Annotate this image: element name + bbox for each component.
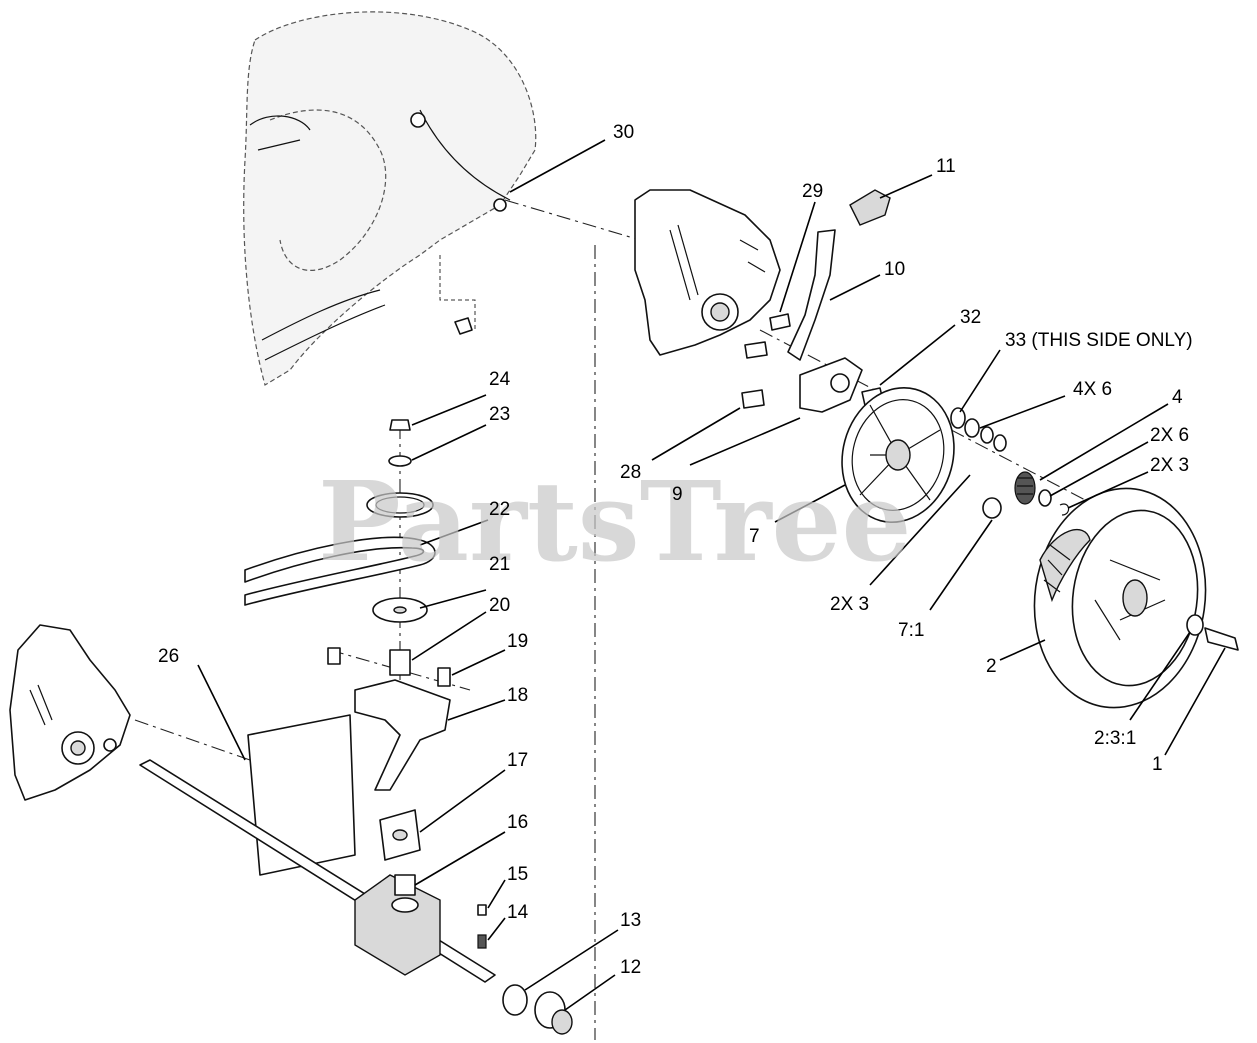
leader-lines xyxy=(197,139,1226,1011)
callout-7: 7 xyxy=(749,526,760,547)
callout-28: 28 xyxy=(620,462,641,483)
callout-2x3-b: 2X 3 xyxy=(830,594,869,615)
part-20-spacer xyxy=(389,649,411,676)
callout-15: 15 xyxy=(507,864,528,885)
part-bushing xyxy=(1186,614,1204,636)
part-26-shield xyxy=(247,714,356,876)
part-washer-2x6 xyxy=(1038,489,1052,507)
part-bolt-b xyxy=(744,341,768,359)
hardware-stack xyxy=(950,407,1007,452)
part-bolt-left xyxy=(327,647,341,665)
part-2-wheel xyxy=(1033,487,1207,709)
callout-18: 18 xyxy=(507,685,528,706)
callout-26: 26 xyxy=(158,646,179,667)
callout-2x6: 2X 6 xyxy=(1150,425,1189,446)
callout-16: 16 xyxy=(507,812,528,833)
part-washer-71 xyxy=(982,497,1002,519)
callout-4: 4 xyxy=(1172,387,1183,408)
part-9-hole xyxy=(830,373,850,393)
callout-12: 12 xyxy=(620,957,641,978)
callout-2-3-1: 2:3:1 xyxy=(1094,728,1136,749)
callout-17: 17 xyxy=(507,750,528,771)
mower-deck-housing xyxy=(243,11,537,386)
callout-9: 9 xyxy=(672,484,683,505)
left-side-plate xyxy=(9,624,131,801)
callout-24: 24 xyxy=(489,369,511,390)
part-21-pulley xyxy=(372,597,428,623)
part-10-lever xyxy=(787,229,836,361)
callout-11: 11 xyxy=(936,156,956,177)
callout-10: 10 xyxy=(884,259,905,280)
callout-33: 33 (THIS SIDE ONLY) xyxy=(1005,330,1193,351)
part-22-pulley xyxy=(366,492,434,518)
callout-29: 29 xyxy=(802,181,823,202)
part-12-bushing xyxy=(534,991,573,1035)
callout-4x6: 4X 6 xyxy=(1073,379,1112,400)
part-15-key xyxy=(477,904,487,916)
part-19-bolt xyxy=(437,667,451,687)
part-17-hole xyxy=(392,829,408,841)
callout-19: 19 xyxy=(507,631,528,652)
part-4-gear xyxy=(1014,471,1036,505)
part-22-belt xyxy=(244,536,436,606)
part-29-bolt xyxy=(769,313,791,331)
callout-1: 1 xyxy=(1152,754,1163,775)
part-14-pin xyxy=(477,934,487,949)
callout-20: 20 xyxy=(489,595,510,616)
part-11-grip xyxy=(849,189,891,226)
part-16-transmission xyxy=(354,874,441,976)
part-18-bracket xyxy=(354,679,451,791)
callout-14: 14 xyxy=(507,902,529,923)
part-1-bolt xyxy=(1204,627,1239,651)
part-13-spacer xyxy=(502,984,528,1016)
callout-2x3-a: 2X 3 xyxy=(1150,455,1189,476)
callout-7-1: 7:1 xyxy=(898,620,924,641)
part-28-bolt xyxy=(741,389,765,409)
part-clip-2x3 xyxy=(1059,503,1070,516)
callout-13: 13 xyxy=(620,910,641,931)
right-side-plate xyxy=(634,189,781,356)
part-24-nut xyxy=(389,419,411,431)
callout-22: 22 xyxy=(489,499,510,520)
callout-32: 32 xyxy=(960,307,981,328)
watermark-text: PartsTree xyxy=(318,457,912,586)
part-23-washer xyxy=(388,455,412,467)
callout-30: 30 xyxy=(613,122,634,143)
part-7-hubcap xyxy=(841,386,955,524)
callout-2: 2 xyxy=(986,656,997,677)
callouts: 30 29 11 10 32 33 (THIS SIDE ONLY) 4X 6 … xyxy=(158,122,1193,978)
callout-21: 21 xyxy=(489,554,510,575)
callout-23: 23 xyxy=(489,404,510,425)
